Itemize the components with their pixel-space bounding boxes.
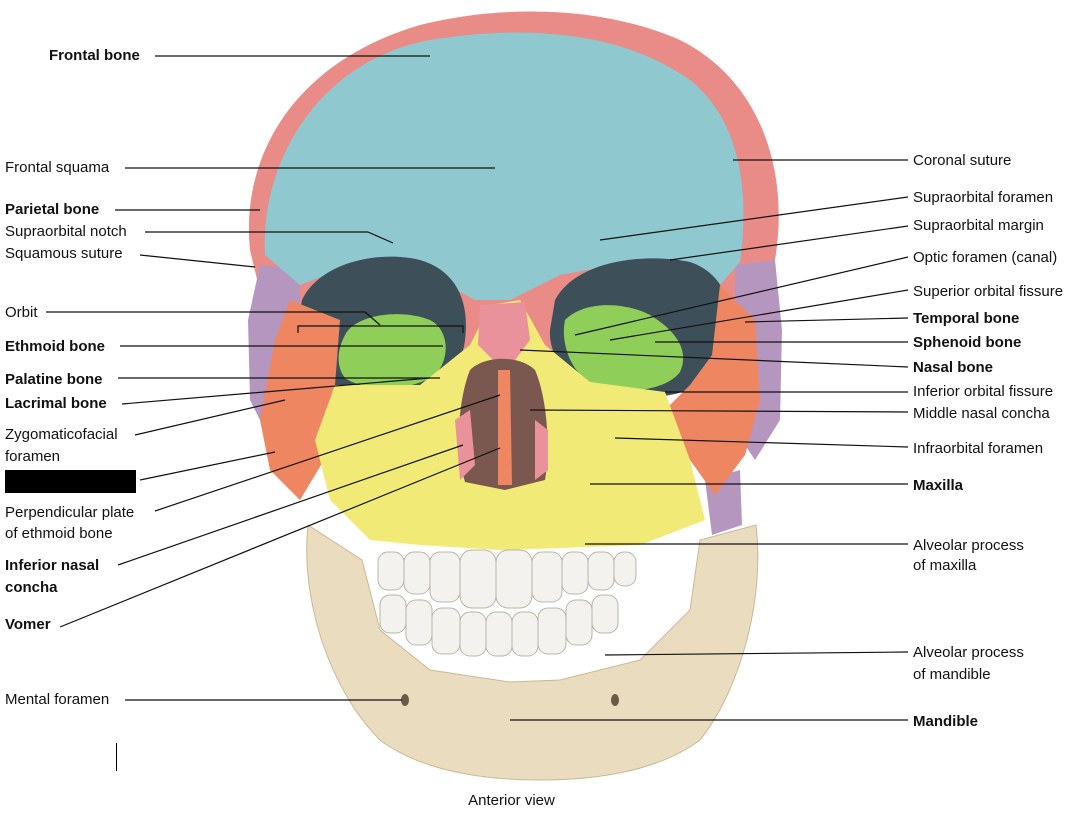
label-frontal-bone: Frontal bone bbox=[49, 47, 140, 64]
conchae-shape bbox=[455, 410, 548, 480]
label-squamous-suture: Squamous suture bbox=[5, 245, 123, 262]
label-zygomaticofacial-line1: Zygomaticofacial bbox=[5, 426, 118, 443]
label-infraorbital-foramen: Infraorbital foramen bbox=[913, 440, 1044, 457]
lower-teeth bbox=[379, 594, 619, 657]
label-superior-orbital-fissure: Superior orbital fissure bbox=[913, 283, 1064, 300]
caption-text: Anterior view bbox=[468, 792, 555, 809]
label-perpendicular-plate-line2: of ethmoid bone bbox=[5, 525, 113, 542]
sphenoid-left-shape bbox=[338, 314, 446, 389]
caption: Anterior view bbox=[0, 792, 1083, 809]
label-maxilla: Maxilla bbox=[913, 477, 964, 494]
zygomatic-left-shape bbox=[260, 300, 360, 500]
label-alveolar-maxilla-line2: of maxilla bbox=[913, 557, 977, 574]
label-parietal-bone: Parietal bone bbox=[5, 201, 100, 218]
label-perpendicular-plate-line1: Perpendicular plate bbox=[5, 504, 135, 521]
label-temporal-bone: Temporal bone bbox=[913, 310, 1020, 327]
label-ethmoid-bone: Ethmoid bone bbox=[5, 338, 105, 355]
zygomatic-right-shape bbox=[665, 285, 760, 495]
label-zygomaticofacial-line2: foramen bbox=[5, 448, 61, 465]
label-inferior-nasal-concha-line2: concha bbox=[5, 579, 58, 596]
upper-teeth bbox=[377, 549, 637, 609]
label-vomer: Vomer bbox=[5, 616, 51, 633]
label-supraorbital-foramen: Supraorbital foramen bbox=[913, 189, 1054, 206]
label-optic-foramen: Optic foramen (canal) bbox=[913, 249, 1058, 266]
label-orbit: Orbit bbox=[5, 304, 38, 321]
label-inferior-orbital-fissure: Inferior orbital fissure bbox=[913, 383, 1054, 400]
label-alveolar-mandible-line2: of mandible bbox=[913, 666, 991, 683]
label-lacrimal-bone: Lacrimal bone bbox=[5, 395, 107, 412]
label-coronal-suture: Coronal suture bbox=[913, 152, 1012, 169]
label-middle-nasal-concha: Middle nasal concha bbox=[913, 405, 1050, 422]
leader-lines bbox=[46, 55, 909, 721]
label-frontal-squama: Frontal squama bbox=[5, 159, 110, 176]
vomer-shape bbox=[498, 370, 512, 485]
label-alveolar-maxilla-line1: Alveolar process bbox=[913, 537, 1024, 554]
mental-foramen-left bbox=[401, 694, 409, 706]
label-mandible: Mandible bbox=[913, 713, 979, 730]
text-cursor bbox=[116, 743, 117, 771]
label-supraorbital-margin: Supraorbital margin bbox=[913, 217, 1044, 234]
label-nasal-bone: Nasal bone bbox=[913, 359, 994, 376]
nasal-shape bbox=[478, 302, 530, 362]
label-mental-foramen: Mental foramen bbox=[5, 691, 110, 708]
mandible-shape bbox=[306, 524, 759, 781]
label-inferior-nasal-concha-line1: Inferior nasal bbox=[5, 557, 100, 574]
label-alveolar-mandible-line1: Alveolar process bbox=[913, 644, 1024, 661]
label-supraorbital-notch: Supraorbital notch bbox=[5, 223, 127, 240]
label-sphenoid-bone: Sphenoid bone bbox=[913, 334, 1022, 351]
sphenoid-right-shape bbox=[563, 305, 684, 391]
label-palatine-bone: Palatine bone bbox=[5, 371, 103, 388]
frontal-shape bbox=[264, 32, 744, 300]
redaction-box bbox=[5, 470, 136, 493]
mental-foramen-right bbox=[611, 694, 619, 706]
